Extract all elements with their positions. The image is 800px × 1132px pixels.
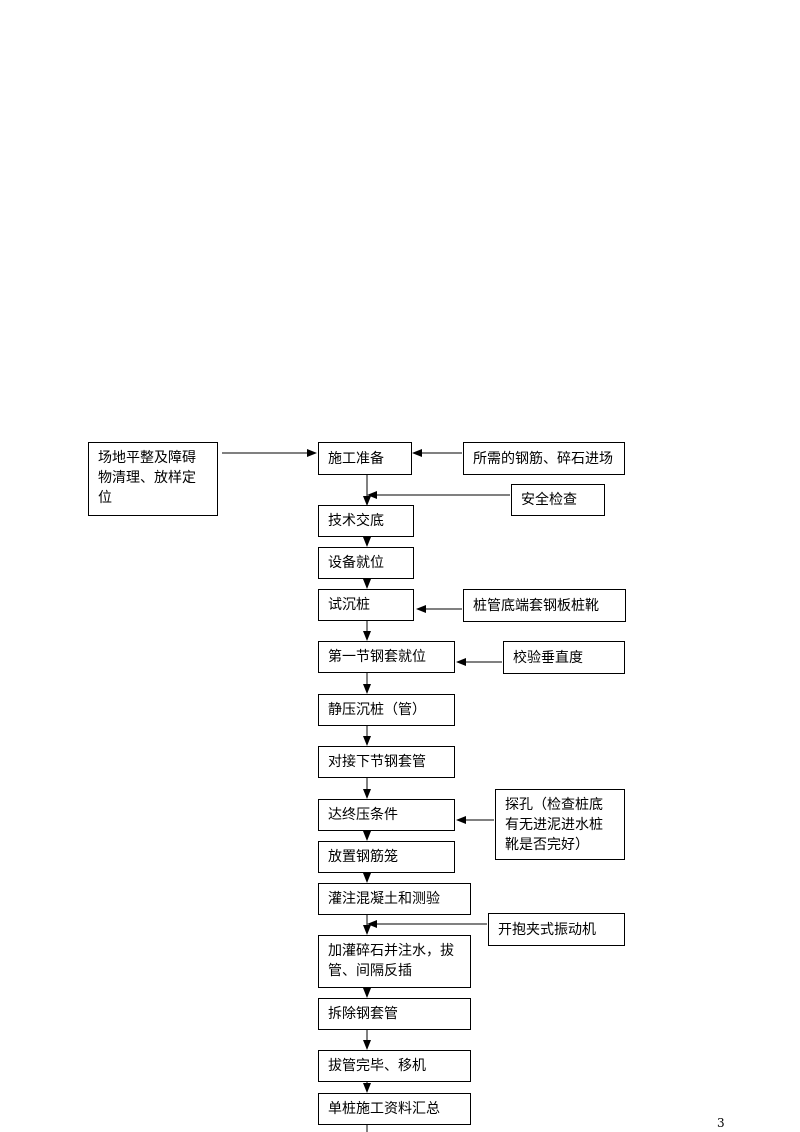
input-site-leveling: 场地平整及障碍物清理、放样定位 <box>88 442 218 516</box>
step-label: 技术交底 <box>328 513 384 529</box>
input-label: 场地平整及障碍物清理、放样定位 <box>98 450 196 506</box>
step-label: 试沉桩 <box>328 597 370 613</box>
step-equipment-positioning: 设备就位 <box>318 547 414 579</box>
page-number: 3 <box>717 1116 725 1130</box>
step-records-summary: 单桩施工资料汇总 <box>318 1093 471 1125</box>
input-hole-probing: 探孔（检查桩底有无进泥进水桩靴是否完好） <box>495 789 625 860</box>
step-label: 单桩施工资料汇总 <box>328 1101 440 1117</box>
step-label: 对接下节钢套管 <box>328 754 426 770</box>
step-technical-briefing: 技术交底 <box>318 505 414 537</box>
step-static-pressing: 静压沉桩（管） <box>318 694 455 726</box>
input-label: 校验垂直度 <box>513 649 583 666</box>
step-concrete-pouring: 灌注混凝土和测验 <box>318 883 471 915</box>
step-rebar-cage: 放置钢筋笼 <box>318 841 455 873</box>
input-verticality-check: 校验垂直度 <box>503 641 625 674</box>
step-gravel-and-water: 加灌碎石并注水，拔管、间隔反插 <box>318 935 471 988</box>
step-label: 静压沉桩（管） <box>328 702 426 718</box>
step-label: 拆除钢套管 <box>328 1006 398 1022</box>
step-label: 加灌碎石并注水，拔管、间隔反插 <box>328 943 454 979</box>
step-construction-prep: 施工准备 <box>318 442 412 475</box>
step-first-casing: 第一节钢套就位 <box>318 641 455 673</box>
step-connect-casing: 对接下节钢套管 <box>318 746 455 778</box>
input-vibration-machine: 开抱夹式振动机 <box>488 913 625 946</box>
step-label: 设备就位 <box>328 555 384 571</box>
input-label: 探孔（检查桩底有无进泥进水桩靴是否完好） <box>505 797 603 853</box>
input-safety-check: 安全检查 <box>511 484 605 516</box>
input-pile-shoe: 桩管底端套钢板桩靴 <box>463 589 626 622</box>
input-label: 所需的钢筋、碎石进场 <box>473 450 613 467</box>
input-label: 开抱夹式振动机 <box>498 921 596 938</box>
step-final-pressure: 达终压条件 <box>318 799 455 831</box>
input-materials-arrival: 所需的钢筋、碎石进场 <box>463 442 625 475</box>
step-label: 放置钢筋笼 <box>328 849 398 865</box>
step-label: 施工准备 <box>328 450 384 467</box>
input-label: 安全检查 <box>521 492 577 508</box>
input-label: 桩管底端套钢板桩靴 <box>473 597 599 614</box>
step-remove-casing: 拆除钢套管 <box>318 998 471 1030</box>
step-label: 达终压条件 <box>328 807 398 823</box>
step-label: 拔管完毕、移机 <box>328 1058 426 1074</box>
step-label: 灌注混凝土和测验 <box>328 891 440 907</box>
step-label: 第一节钢套就位 <box>328 649 426 665</box>
step-pipe-pulled-move: 拔管完毕、移机 <box>318 1050 471 1082</box>
step-test-pile-sinking: 试沉桩 <box>318 589 414 621</box>
